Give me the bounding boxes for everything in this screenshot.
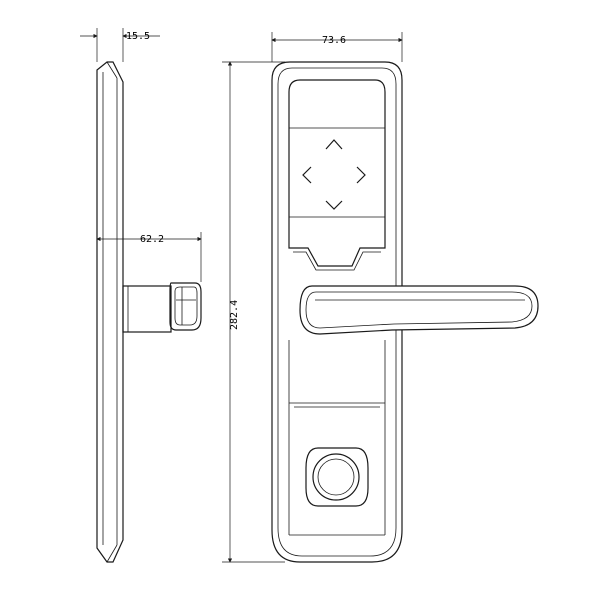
card-reader-panel [288, 79, 386, 271]
dimension-plate-width: 73.6 [271, 32, 403, 62]
lever-handle [299, 285, 539, 335]
dimension-label-plate-height: 282.4 [229, 300, 240, 330]
front-plate [271, 61, 403, 563]
lower-panel [288, 340, 386, 536]
arrow-down-icon [325, 200, 343, 210]
dimension-handle-projection: 62.2 [96, 232, 202, 282]
front-view: 73.6 282.4 [222, 32, 539, 563]
arrow-left-icon [302, 166, 312, 184]
key-cylinder [305, 447, 369, 507]
dimension-plate-height: 282.4 [222, 61, 285, 563]
side-plate [96, 61, 124, 563]
dimension-label-plate-width: 73.6 [322, 35, 346, 46]
dimension-label-handle-projection: 62.2 [140, 234, 164, 245]
arrow-right-icon [356, 166, 366, 184]
side-handle [122, 282, 202, 333]
dimension-side-thickness: 15.5 [80, 28, 160, 62]
arrow-up-icon [325, 139, 343, 150]
side-view: 15.5 62.2 [80, 28, 202, 563]
dimension-label-side-thickness: 15.5 [126, 31, 150, 42]
